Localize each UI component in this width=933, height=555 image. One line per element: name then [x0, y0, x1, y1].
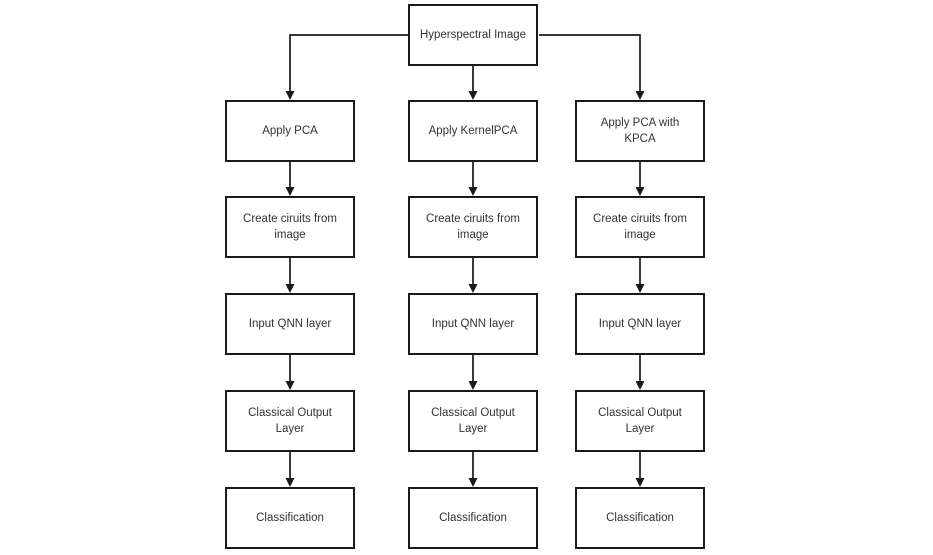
arrowhead — [285, 91, 295, 100]
arrowhead — [468, 91, 478, 100]
arrowhead — [468, 478, 478, 487]
node-classification-right: Classification — [575, 487, 705, 549]
node-create-circuits-right: Create ciruits from image — [575, 196, 705, 258]
node-apply-pca-with-kpca: Apply PCA with KPCA — [575, 100, 705, 162]
node-input-qnn-mid: Input QNN layer — [408, 293, 538, 355]
node-classification-left: Classification — [225, 487, 355, 549]
node-classification-mid: Classification — [408, 487, 538, 549]
arrowhead — [635, 284, 645, 293]
arrowhead — [635, 187, 645, 196]
node-input-qnn-left: Input QNN layer — [225, 293, 355, 355]
node-apply-pca: Apply PCA — [225, 100, 355, 162]
node-create-circuits-left: Create ciruits from image — [225, 196, 355, 258]
arrowhead — [468, 187, 478, 196]
arrowhead — [285, 284, 295, 293]
node-hyperspectral-image: Hyperspectral Image — [408, 4, 538, 66]
arrowhead — [285, 478, 295, 487]
node-input-qnn-right: Input QNN layer — [575, 293, 705, 355]
arrowhead — [468, 284, 478, 293]
node-create-circuits-mid: Create ciruits from image — [408, 196, 538, 258]
node-classical-output-mid: Classical Output Layer — [408, 390, 538, 452]
arrowhead — [635, 381, 645, 390]
arrowhead — [285, 381, 295, 390]
node-classical-output-left: Classical Output Layer — [225, 390, 355, 452]
arrowhead — [635, 478, 645, 487]
connector-root-to-right — [539, 34, 641, 91]
node-classical-output-right: Classical Output Layer — [575, 390, 705, 452]
connector-root-to-left — [289, 34, 408, 91]
node-apply-kernelpca: Apply KernelPCA — [408, 100, 538, 162]
arrowhead — [635, 91, 645, 100]
arrowhead — [468, 381, 478, 390]
arrowhead — [285, 187, 295, 196]
